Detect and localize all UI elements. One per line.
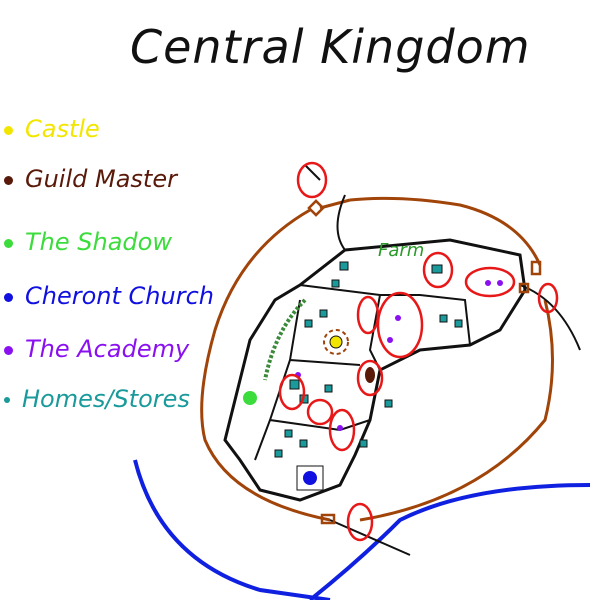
farm-label: Farm xyxy=(378,240,425,261)
guild-marker xyxy=(365,367,375,383)
legend-label: The Academy xyxy=(25,335,190,363)
legend-item-guild-master: Guild Master xyxy=(4,165,177,193)
church-marker xyxy=(303,471,317,485)
district-lines xyxy=(254,284,471,461)
legend-item-homes: Homes/Stores xyxy=(4,385,190,413)
legend-item-academy: The Academy xyxy=(4,335,189,363)
shadow-marker xyxy=(243,391,257,405)
church-dot-icon xyxy=(4,292,13,302)
legend-label: Homes/Stores xyxy=(22,385,190,413)
homes-stores xyxy=(274,261,463,458)
guild-dot-icon xyxy=(4,175,13,185)
inner-wall xyxy=(263,298,307,381)
academy-markers xyxy=(295,280,503,431)
legend-label: Cheront Church xyxy=(25,282,214,310)
legend-label: The Shadow xyxy=(25,228,172,256)
castle-dot-icon xyxy=(4,125,13,135)
legend-item-castle: Castle xyxy=(4,115,100,143)
outer-wall xyxy=(200,196,554,522)
castle-marker xyxy=(329,335,343,349)
map-title: Central Kingdom xyxy=(130,20,531,74)
legend-item-shadow: The Shadow xyxy=(4,228,172,256)
city-boundary xyxy=(223,238,527,502)
academy-dot-icon xyxy=(4,345,13,355)
legend-label: Guild Master xyxy=(25,165,177,193)
legend-label: Castle xyxy=(25,115,100,143)
red-markers xyxy=(278,161,559,542)
river xyxy=(133,459,591,600)
church-building xyxy=(296,465,324,491)
gates xyxy=(307,199,542,525)
legend-item-church: Cheront Church xyxy=(4,282,214,310)
homes-dot-icon xyxy=(4,397,10,403)
shadow-dot-icon xyxy=(4,238,13,248)
castle-ring xyxy=(323,329,349,355)
